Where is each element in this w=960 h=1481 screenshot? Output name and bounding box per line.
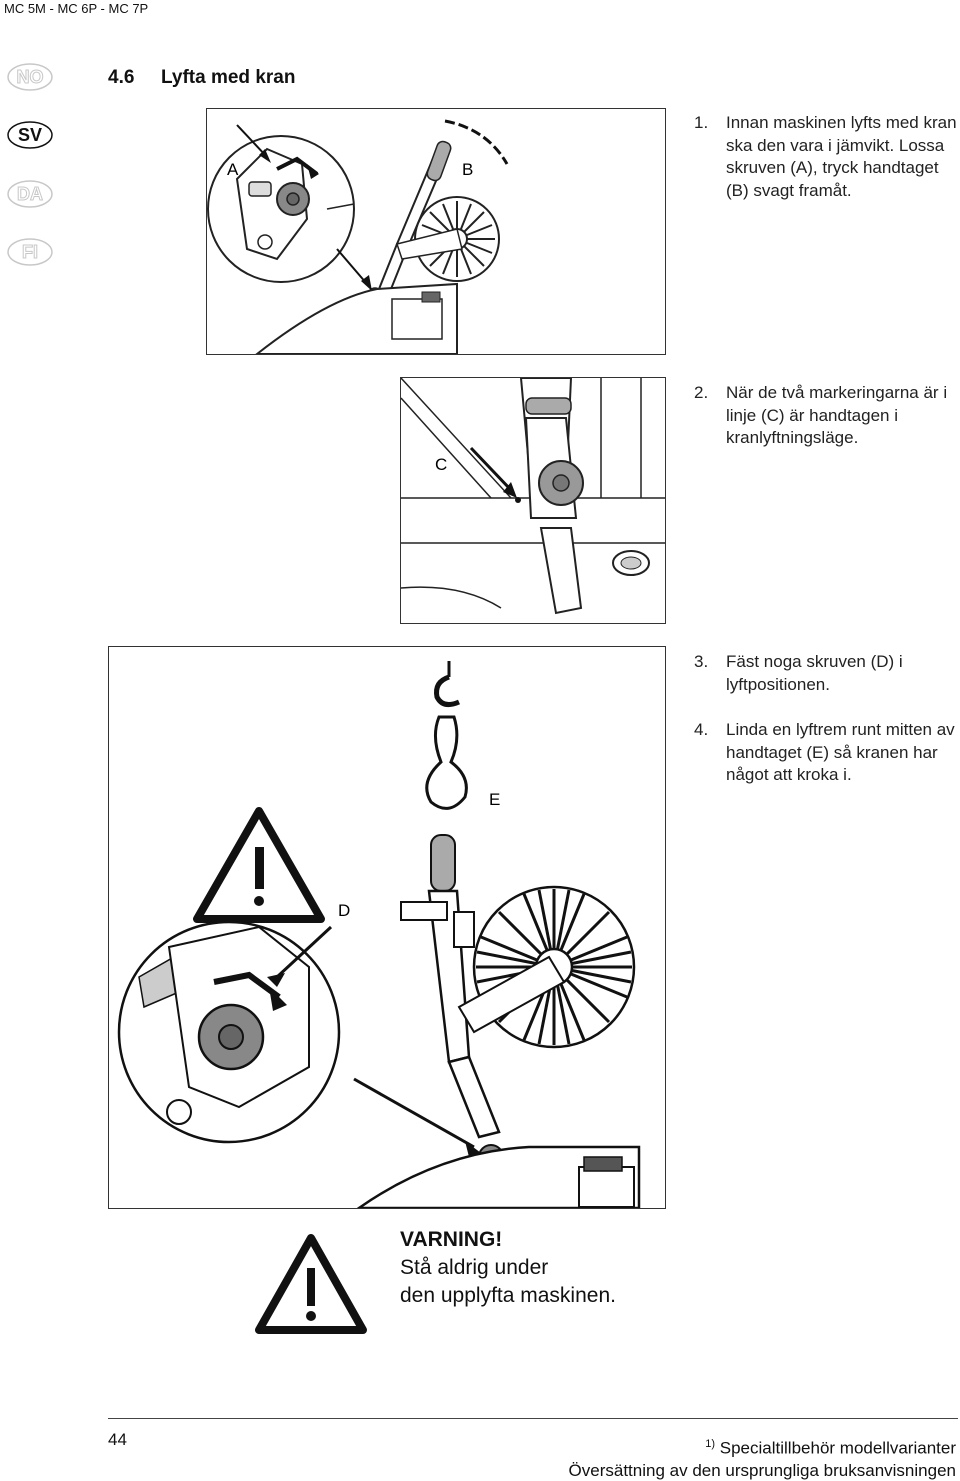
warning-triangle-icon [253, 1232, 369, 1336]
label-c: C [435, 455, 447, 474]
step-3: 3. Fäst noga skruven (D) i lyftpositione… [694, 651, 959, 699]
language-code: SV [18, 125, 42, 145]
figure-loosen-screw: A B [206, 108, 666, 355]
language-tab-da[interactable]: DA [6, 179, 56, 209]
language-code: DA [17, 184, 43, 204]
label-e: E [489, 790, 500, 809]
footnote: 1) Specialtillbehör modellvarianter [705, 1438, 956, 1459]
label-d: D [338, 901, 350, 920]
figure-align-markers: C [400, 377, 666, 624]
warning-text: Stå aldrig under den upplyfta maskinen. [400, 1254, 616, 1310]
page-number: 44 [108, 1430, 127, 1449]
step-2: 2. När de två markeringarna är i linje (… [694, 382, 959, 452]
step-text: Fäst noga skruven (D) i lyftpositionen. [726, 652, 903, 694]
warning-title: VARNING! [400, 1228, 503, 1251]
footer-divider [108, 1418, 958, 1419]
step-4: 4. Linda en lyftrem runt mitten av handt… [694, 719, 959, 789]
label-a: A [227, 160, 239, 179]
footnote-text: Specialtillbehör modellvarianter [719, 1438, 956, 1458]
figure-lift-position: E D [108, 646, 666, 1209]
footnote-mark: 1) [705, 1438, 716, 1450]
language-code: FI [22, 242, 38, 262]
step-text: Linda en lyftrem runt mitten av handtage… [726, 720, 955, 784]
label-b: B [462, 160, 473, 179]
language-code: NO [17, 67, 44, 87]
language-tab-no[interactable]: NO [6, 62, 56, 92]
document-model-header: MC 5M - MC 6P - MC 7P [4, 1, 149, 16]
step-number: 2. [694, 383, 709, 402]
step-number: 3. [694, 652, 709, 671]
step-text: När de två markeringarna är i linje (C) … [726, 383, 948, 447]
translation-note: Översättning av den ursprungliga bruksan… [568, 1461, 956, 1480]
step-number: 1. [694, 113, 709, 132]
section-title: Lyfta med kran [161, 67, 296, 88]
warning-line: Stå aldrig under [400, 1256, 549, 1279]
language-tab-sv[interactable]: SV [6, 120, 56, 150]
step-1: 1. Innan maskinen lyfts med kran ska den… [694, 112, 959, 204]
warning-line: den upplyfta maskinen. [400, 1284, 616, 1307]
language-tab-fi[interactable]: FI [6, 237, 56, 267]
section-number: 4.6 [108, 67, 135, 88]
step-text: Innan maskinen lyfts med kran ska den va… [726, 113, 957, 200]
step-number: 4. [694, 720, 709, 739]
